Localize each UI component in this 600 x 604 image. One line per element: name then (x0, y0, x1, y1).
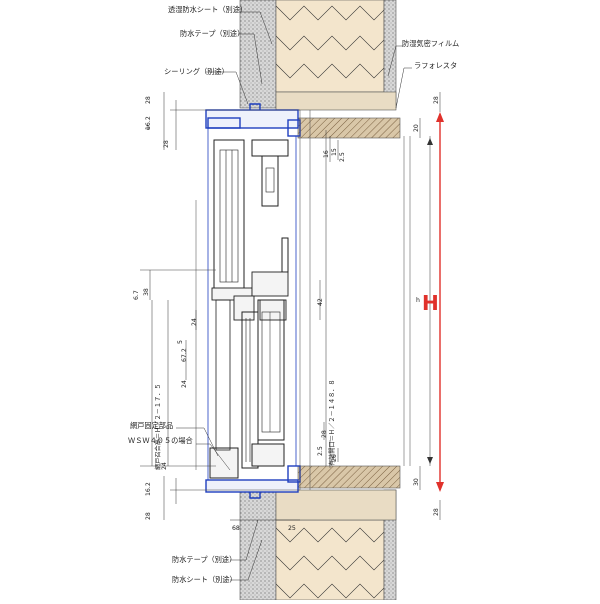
wood-sill-top (297, 117, 401, 139)
dim-42: 42 (317, 298, 324, 306)
vertical-labels: 網戸召合高＝Ｈ／２－１７．５ 有効開口＝Ｈ／２－１４８．８ (154, 379, 336, 470)
label-top-waterproof-tape: 防水テープ（別途） (180, 29, 244, 38)
window-frame (205, 103, 301, 499)
dim-6-7: 6.7 (133, 290, 140, 300)
upper-rail (251, 139, 289, 157)
label-effective-opening: 有効開口＝Ｈ／２－１４８．８ (328, 379, 336, 466)
callout-labels: 透湿防水シート（別途） 防水テープ（別途） シーリング（別途） 防湿気密フィルム… (128, 5, 459, 584)
dim-1: 1 (146, 125, 150, 132)
dimension-numbers: 28 16.2 1 28 28 20 16 15 2.5 6.7 38 42 2… (133, 96, 440, 532)
head-frame (205, 109, 299, 129)
dim-28-mid: 28 (321, 430, 328, 438)
label-screen-installation-height: 網戸召合高＝Ｈ／２－１７．５ (154, 383, 162, 470)
meeting-rail (211, 271, 289, 321)
dim-16-top: 16 (323, 150, 330, 158)
dim-H-upper: H (422, 291, 439, 315)
leader-lines (176, 11, 412, 581)
sill-fin (249, 492, 261, 499)
dimension-lines (149, 92, 441, 521)
label-top-waterproof-sheet: 透湿防水シート（別途） (168, 5, 247, 14)
wall-top (239, 0, 401, 139)
dim-28-top-right: 28 (433, 96, 440, 104)
dim-2-5-bot: 2.5 (317, 446, 324, 456)
height-dimension-h (427, 138, 433, 464)
screen-fixing-part (209, 447, 239, 479)
dim-68: 68 (232, 525, 240, 532)
label-bottom-waterproof-tape: 防水テープ（別途） (172, 555, 236, 564)
dim-25: 25 (288, 525, 296, 532)
concrete-block-bottom (239, 489, 277, 601)
height-dimension-H (436, 112, 444, 492)
dim-h-lower: h (416, 297, 420, 304)
reference-lines (140, 109, 411, 491)
dim-20-top: 20 (413, 124, 420, 132)
concrete-block-top (239, 0, 277, 109)
dim-16-2-bot: 16.2 (145, 482, 152, 496)
label-sealing: シーリング（別途） (164, 67, 229, 76)
dim-15-top: 15 (331, 148, 338, 156)
label-wsw-case: ＷＳＷ４０５の場合 (128, 436, 193, 445)
dim-2-5-top: 2.5 (339, 152, 346, 162)
upper-sash (213, 139, 289, 291)
label-bottom-waterproof-sheet: 防水シート（別途） (172, 575, 237, 584)
lower-sash (209, 299, 285, 479)
board-top (275, 91, 397, 111)
lower-rail (251, 443, 285, 467)
dim-30-bot: 30 (413, 478, 420, 486)
upper-handle (281, 237, 289, 273)
label-screen-fixing: 網戸固定部品 (130, 421, 173, 430)
dim-28-bot-left: 28 (145, 512, 152, 520)
upper-sash-outer (213, 139, 245, 291)
screen-sash (215, 299, 231, 451)
insulation-bottom (275, 519, 385, 601)
dim-16-2-top: 16.2 (145, 116, 152, 130)
dim-38: 38 (143, 288, 150, 296)
lower-sash-outer (257, 299, 285, 441)
dim-67-2: 67.2 (181, 348, 188, 362)
dim-26: 26 (331, 454, 338, 462)
wall-bottom (239, 465, 401, 601)
head-fin (249, 103, 261, 110)
sill-frame (205, 479, 299, 493)
label-vapor-barrier: 防湿気密フィルム (402, 39, 459, 48)
label-lafaresta: ラフォレスタ (414, 61, 457, 70)
wood-sill-bottom (297, 465, 401, 489)
dim-24-a: 24 (191, 318, 198, 326)
board-bottom (275, 489, 397, 521)
dim-24-c: 24 (161, 462, 168, 470)
dim-28-left-top: 28 (163, 140, 170, 148)
dim-24-b: 24 (181, 380, 188, 388)
dim-5: 5 (177, 340, 184, 344)
dim-28-bot-right: 28 (433, 508, 440, 516)
dim-28-top-outer: 28 (145, 96, 152, 104)
head-inner (207, 117, 241, 129)
upper-lock (261, 155, 279, 207)
